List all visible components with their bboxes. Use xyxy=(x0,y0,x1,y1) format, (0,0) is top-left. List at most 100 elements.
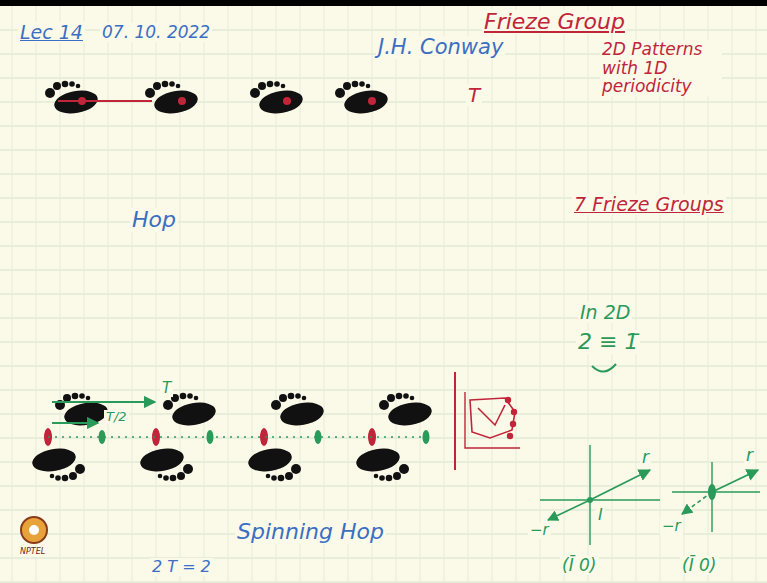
vector-arrow xyxy=(712,470,758,492)
vector-label: r xyxy=(744,446,755,465)
footprint xyxy=(163,393,218,429)
footprint xyxy=(379,393,434,429)
inverted-vector xyxy=(682,492,712,514)
sketch-dot xyxy=(507,433,513,439)
grid-line xyxy=(564,6,565,583)
grid-line xyxy=(0,222,767,223)
grid-line xyxy=(12,6,13,583)
grid-line xyxy=(348,6,349,583)
translation-label: T xyxy=(160,380,173,397)
grid-line xyxy=(0,318,767,319)
footprint-rotated xyxy=(30,445,85,481)
symbol-label: T xyxy=(466,84,482,106)
motif-dot xyxy=(78,97,86,105)
footprint-rotated xyxy=(354,445,409,481)
page-title: Frieze Group xyxy=(482,10,627,34)
grid-line xyxy=(36,6,37,583)
lecture-number: Lec 14 xyxy=(18,22,85,43)
matrix-note: (Ī 0) xyxy=(680,556,719,575)
grid-line xyxy=(756,6,757,583)
author-note: J.H. Conway xyxy=(376,36,505,59)
axis xyxy=(540,499,660,500)
axis xyxy=(589,445,590,545)
grid-line xyxy=(60,6,61,583)
grid-line xyxy=(516,6,517,583)
vector-arrow xyxy=(590,470,650,500)
grid-line xyxy=(0,246,767,247)
footprint xyxy=(271,393,326,429)
inverted-vector xyxy=(548,500,590,520)
logo-circle xyxy=(21,517,47,543)
formula: 2 T = 2 xyxy=(150,558,213,576)
matrix-note: (Ī 0) xyxy=(560,556,599,575)
translation-arrow xyxy=(52,401,155,403)
grid-line xyxy=(0,270,767,271)
grid-line xyxy=(0,582,767,583)
grid-line xyxy=(0,342,767,343)
grid-line xyxy=(540,6,541,583)
grid-line xyxy=(300,6,301,583)
definition-note: 2D Patterns with 1D periodicity xyxy=(600,40,722,96)
count-note: 7 Frieze Groups xyxy=(572,194,726,215)
pattern-name: Spinning Hop xyxy=(235,520,386,544)
grid-line xyxy=(108,6,109,583)
centre-label: I xyxy=(596,506,605,524)
vector-label: r xyxy=(640,448,651,467)
symmetry-marks xyxy=(21,97,760,545)
grid-line xyxy=(0,390,767,391)
footprint xyxy=(335,81,390,117)
divider-line xyxy=(454,372,456,470)
dotted-line xyxy=(48,436,430,438)
note: In 2D xyxy=(578,302,632,323)
motif-dot xyxy=(368,97,376,105)
grid-line xyxy=(132,6,133,583)
motif-dot xyxy=(283,97,291,105)
grid-line xyxy=(492,6,493,583)
sketch-dot xyxy=(510,421,516,427)
date: 07. 10. 2022 xyxy=(100,23,212,42)
inversion-figure xyxy=(672,462,760,532)
logo-centre xyxy=(29,525,39,535)
inversion-figure xyxy=(540,445,660,545)
footprints xyxy=(30,81,433,482)
logo-text: NPTEL xyxy=(18,548,47,557)
grid-line xyxy=(732,6,733,583)
grid-line xyxy=(0,486,767,487)
grid-line xyxy=(588,6,589,583)
foot-sketch xyxy=(470,398,515,438)
grid-line xyxy=(324,6,325,583)
grid-line xyxy=(396,6,397,583)
smile-mark xyxy=(592,364,616,372)
footprint-rotated xyxy=(246,445,301,481)
bracket xyxy=(465,392,520,448)
grid-line xyxy=(0,150,767,151)
grid-line xyxy=(0,294,767,295)
grid-line xyxy=(0,174,767,175)
footprint xyxy=(45,81,100,117)
grid-line xyxy=(204,6,205,583)
half-translation-arrow xyxy=(52,422,98,424)
top-bar xyxy=(0,0,767,6)
translation-line xyxy=(58,100,152,102)
sketch-dot xyxy=(511,409,517,415)
vector-label: −r xyxy=(660,518,683,535)
grid-line xyxy=(0,438,767,439)
grid-line xyxy=(0,126,767,127)
paper-grid xyxy=(0,6,767,583)
grid-line xyxy=(420,6,421,583)
footprint xyxy=(145,81,200,117)
inversion-centre xyxy=(587,497,593,503)
vector-label: −r xyxy=(528,522,551,539)
twofold-axis-green xyxy=(708,484,716,500)
grid-line xyxy=(156,6,157,583)
motif-dot xyxy=(178,97,186,105)
grid-line xyxy=(0,366,767,367)
footprint xyxy=(250,81,305,117)
half-translation-label: T/2 xyxy=(104,410,129,424)
pattern-name: Hop xyxy=(130,208,178,232)
sketch-dot xyxy=(505,397,511,403)
equivalence-note: 2 ≡ 1̄ xyxy=(576,330,640,354)
grid-line xyxy=(0,510,767,511)
grid-line xyxy=(0,558,767,559)
